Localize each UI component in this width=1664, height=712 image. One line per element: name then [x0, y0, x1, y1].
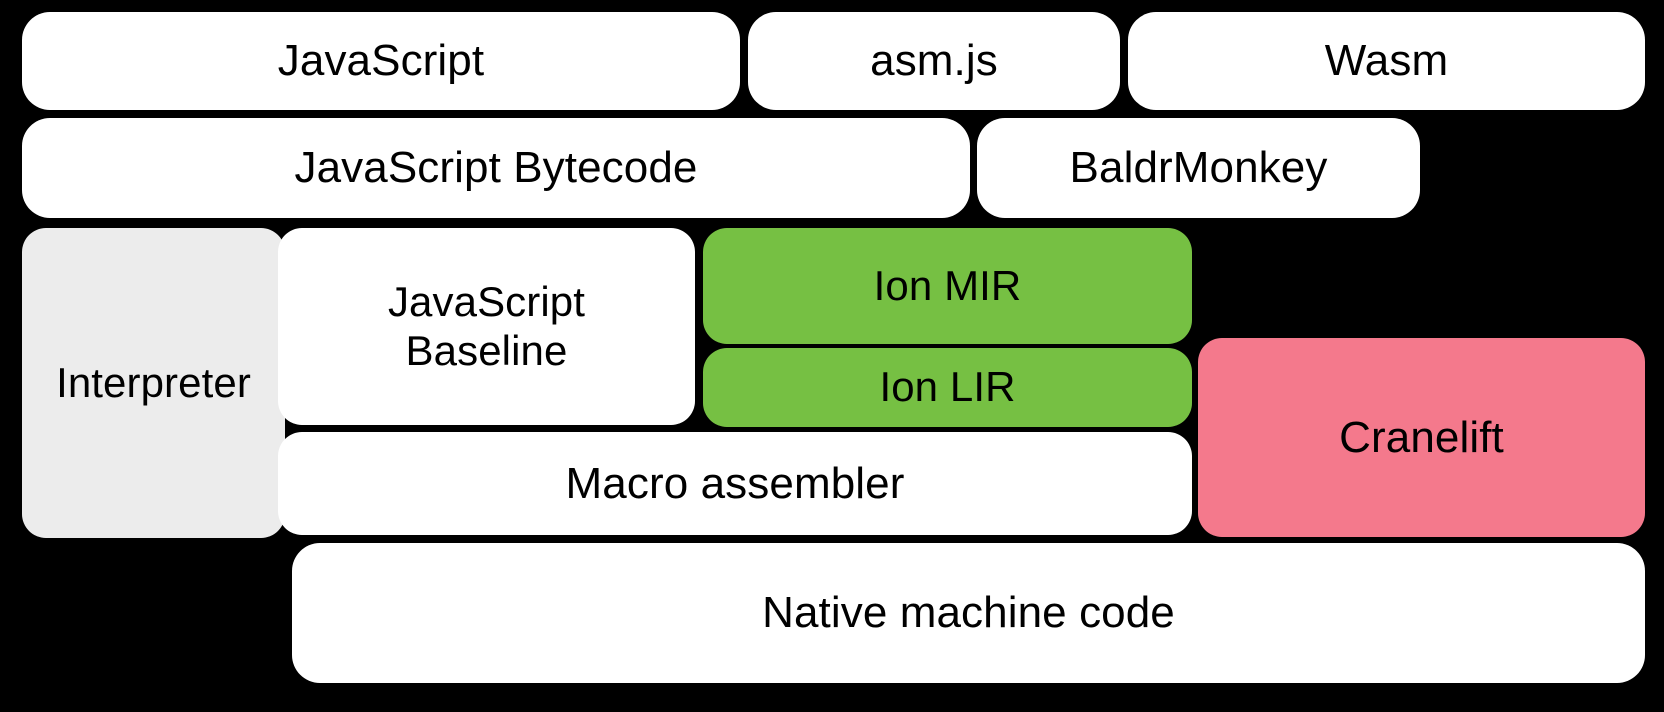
node-asmjs[interactable]: asm.js — [748, 12, 1120, 110]
node-ion-mir[interactable]: Ion MIR — [703, 228, 1192, 344]
node-ion-lir[interactable]: Ion LIR — [703, 348, 1192, 427]
node-javascript[interactable]: JavaScript — [22, 12, 740, 110]
node-interpreter[interactable]: Interpreter — [22, 228, 285, 538]
node-javascript-bytecode[interactable]: JavaScript Bytecode — [22, 118, 970, 218]
node-native-machine-code[interactable]: Native machine code — [292, 543, 1645, 683]
node-macro-assembler[interactable]: Macro assembler — [278, 432, 1192, 535]
node-cranelift[interactable]: Cranelift — [1198, 338, 1645, 537]
node-baldrmonkey[interactable]: BaldrMonkey — [977, 118, 1420, 218]
node-javascript-baseline[interactable]: JavaScript Baseline — [278, 228, 695, 425]
node-wasm[interactable]: Wasm — [1128, 12, 1645, 110]
